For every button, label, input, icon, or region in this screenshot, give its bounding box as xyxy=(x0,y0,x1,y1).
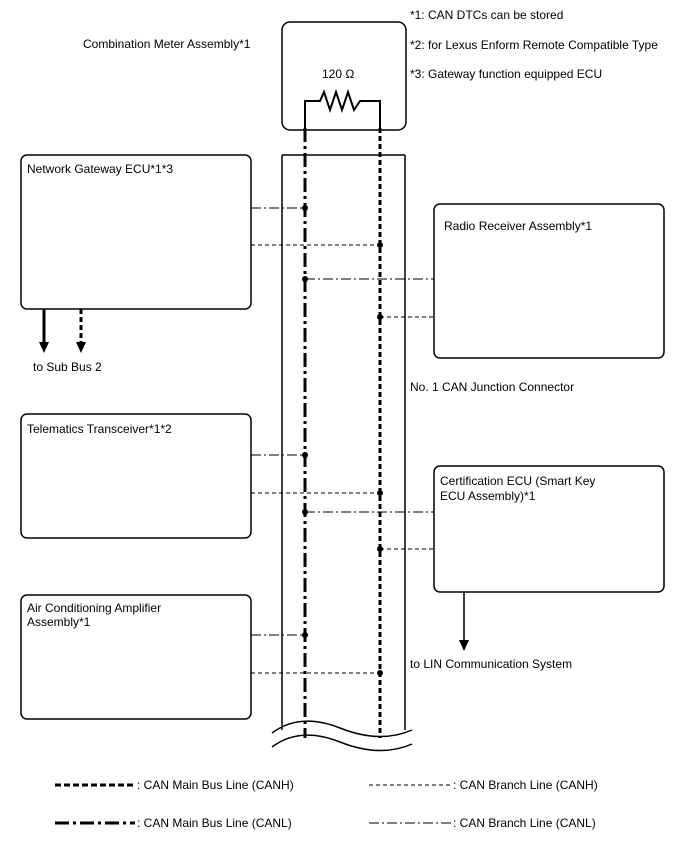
air-conditioning-box xyxy=(20,594,252,720)
junction-dot xyxy=(377,546,383,552)
legend-canh-main-label: : CAN Main Bus Line (CANH) xyxy=(137,778,294,792)
combination-meter-box xyxy=(281,21,407,131)
note-2: *2: for Lexus Enform Remote Compatible T… xyxy=(410,38,658,52)
legend-canh-branch-label: : CAN Branch Line (CANH) xyxy=(453,778,598,792)
certification-ecu-label-1: Certification ECU (Smart Key xyxy=(440,474,595,488)
radio-receiver-label: Radio Receiver Assembly*1 xyxy=(444,219,592,233)
junction-dot xyxy=(377,490,383,496)
network-gateway-ecu-label: Network Gateway ECU*1*3 xyxy=(27,162,173,176)
legend-canl-branch-label: : CAN Branch Line (CANL) xyxy=(453,816,596,830)
junction-dot xyxy=(302,632,308,638)
resistor-120-ohm xyxy=(304,88,381,128)
telematics-label: Telematics Transceiver*1*2 xyxy=(27,422,172,436)
junction-break-upper xyxy=(271,720,413,738)
junction-break-lower xyxy=(271,734,413,752)
combination-meter-label: Combination Meter Assembly*1 xyxy=(83,37,251,51)
note-3: *3: Gateway function equipped ECU xyxy=(410,67,602,81)
junction-label: No. 1 CAN Junction Connector xyxy=(410,380,574,394)
legend-canl-main-label: : CAN Main Bus Line (CANL) xyxy=(137,816,292,830)
junction-dot xyxy=(302,205,308,211)
lin-arrow xyxy=(459,640,469,651)
radio-receiver-box xyxy=(433,203,665,359)
resistor-label: 120 Ω xyxy=(322,67,354,81)
sub-bus-arrow-1 xyxy=(39,342,49,353)
air-conditioning-label-2: Assembly*1 xyxy=(27,615,91,629)
network-gateway-ecu-box xyxy=(20,154,252,310)
air-conditioning-label-1: Air Conditioning Amplifier xyxy=(27,601,161,615)
sub-bus-label: to Sub Bus 2 xyxy=(33,360,102,374)
junction-dot xyxy=(377,314,383,320)
telematics-box xyxy=(20,413,252,539)
junction-dot xyxy=(302,509,308,515)
junction-dot xyxy=(377,670,383,676)
note-1: *1: CAN DTCs can be stored xyxy=(410,8,563,22)
junction-dot xyxy=(377,242,383,248)
sub-bus-arrow-2 xyxy=(76,342,86,353)
junction-dot xyxy=(302,452,308,458)
certification-ecu-label-2: ECU Assembly)*1 xyxy=(440,489,536,503)
junction-dot xyxy=(302,276,308,282)
certification-ecu-box xyxy=(433,465,665,593)
lin-label: to LIN Communication System xyxy=(410,657,572,671)
